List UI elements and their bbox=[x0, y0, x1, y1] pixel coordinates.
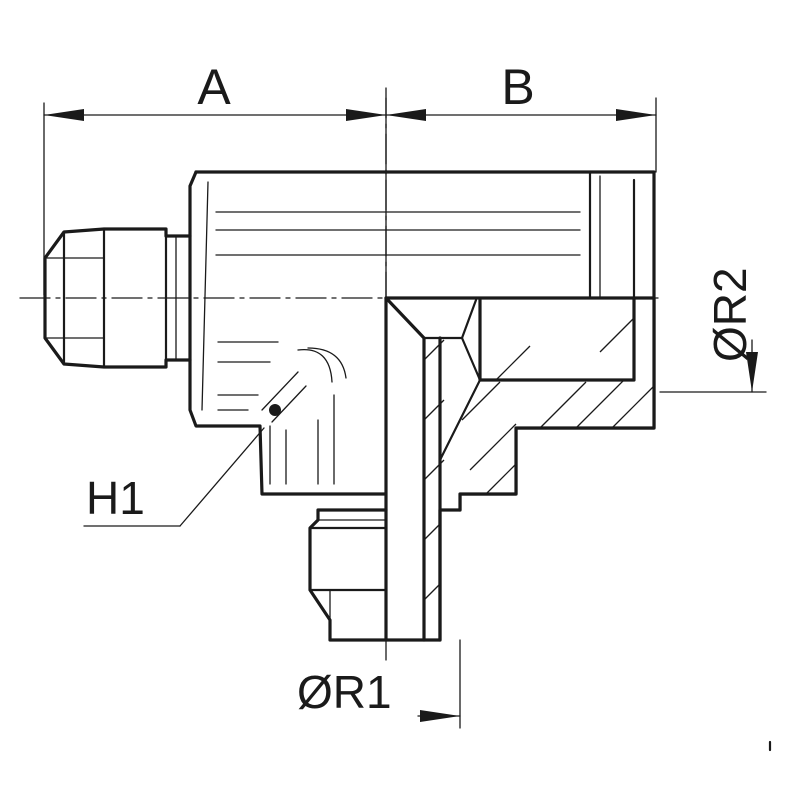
dimension-r1-label: ØR1 bbox=[297, 666, 392, 718]
dimension-r2-label: ØR2 bbox=[704, 267, 756, 362]
port-h1-marker: H1 bbox=[83, 404, 281, 527]
dimension-h1-label: H1 bbox=[86, 472, 145, 524]
bottom-male-stud bbox=[308, 508, 388, 642]
center-lines bbox=[19, 87, 661, 661]
dimension-a-label: A bbox=[197, 59, 231, 115]
dimension-b: B bbox=[385, 59, 657, 173]
section-view bbox=[384, 296, 656, 642]
dimension-b-label: B bbox=[501, 59, 534, 115]
dimension-r1: ØR1 bbox=[297, 639, 461, 729]
dimension-a: A bbox=[43, 59, 387, 299]
dimension-r2: ØR2 bbox=[659, 267, 767, 393]
